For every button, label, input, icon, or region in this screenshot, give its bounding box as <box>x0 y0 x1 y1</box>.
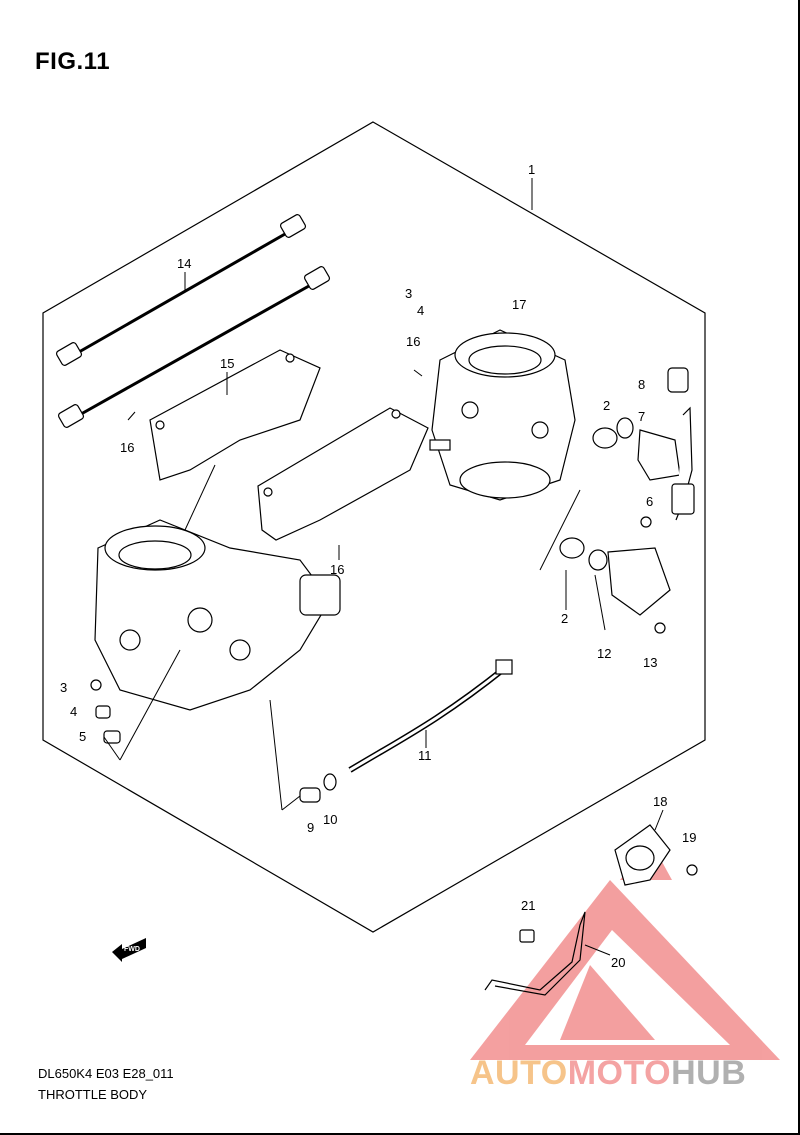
fwd-arrow-icon: FWD <box>112 938 146 962</box>
watermark-part-2: MOTO <box>567 1054 672 1092</box>
callout-4-lower: 4 <box>70 704 77 719</box>
hose-11 <box>348 659 513 773</box>
callout-4-upper: 4 <box>417 303 424 318</box>
parts-right <box>559 367 695 634</box>
callout-20: 20 <box>611 955 625 970</box>
leader-lines <box>103 272 664 956</box>
callout-2-lower: 2 <box>561 611 568 626</box>
callout-6: 6 <box>646 494 653 509</box>
callout-19: 19 <box>682 830 696 845</box>
callout-2-upper: 2 <box>603 398 610 413</box>
figure-title: FIG.11 <box>35 48 111 75</box>
callout-10: 10 <box>323 812 337 827</box>
bracket-left <box>149 349 321 481</box>
bracket-right <box>257 407 429 541</box>
callout-15: 15 <box>220 356 234 371</box>
callout-14: 14 <box>177 256 191 271</box>
spring-washer <box>299 773 337 803</box>
callout-7: 7 <box>638 409 645 424</box>
callout-5: 5 <box>79 729 86 744</box>
callout-21: 21 <box>521 898 535 913</box>
section-title: THROTTLE BODY <box>38 1087 148 1102</box>
throttle-body-upper <box>429 329 576 501</box>
cable-14 <box>55 214 307 366</box>
throttle-body-lower <box>94 519 341 711</box>
callout-18: 18 <box>653 794 667 809</box>
callout-11: 11 <box>418 748 432 763</box>
callout-9: 9 <box>307 820 314 835</box>
watermark-logo <box>470 840 780 1060</box>
watermark-part-1: AUTO <box>470 1054 568 1092</box>
callout-16-mid: 16 <box>330 562 344 577</box>
callout-8: 8 <box>638 377 645 392</box>
callout-16-upper: 16 <box>406 334 420 349</box>
watermark-text: AUTOMOTOHUB <box>470 1054 746 1093</box>
callout-16-left: 16 <box>120 440 134 455</box>
callout-1: 1 <box>528 162 535 177</box>
callout-17: 17 <box>512 297 526 312</box>
watermark-part-3: HUB <box>671 1054 747 1092</box>
callout-3-lower: 3 <box>60 680 67 695</box>
model-code: DL650K4 E03 E28_011 <box>38 1066 174 1081</box>
svg-text:FWD: FWD <box>124 946 140 953</box>
callout-12: 12 <box>597 646 611 661</box>
intake-bracket <box>484 824 698 996</box>
callout-labels: 1 2 2 3 3 4 4 5 6 7 8 9 10 11 12 13 14 1… <box>60 162 696 970</box>
screws-left <box>90 679 121 744</box>
callout-13: 13 <box>643 655 657 670</box>
assembly-outline <box>42 121 706 933</box>
cable-15 <box>57 266 331 428</box>
callout-3-upper: 3 <box>405 286 412 301</box>
